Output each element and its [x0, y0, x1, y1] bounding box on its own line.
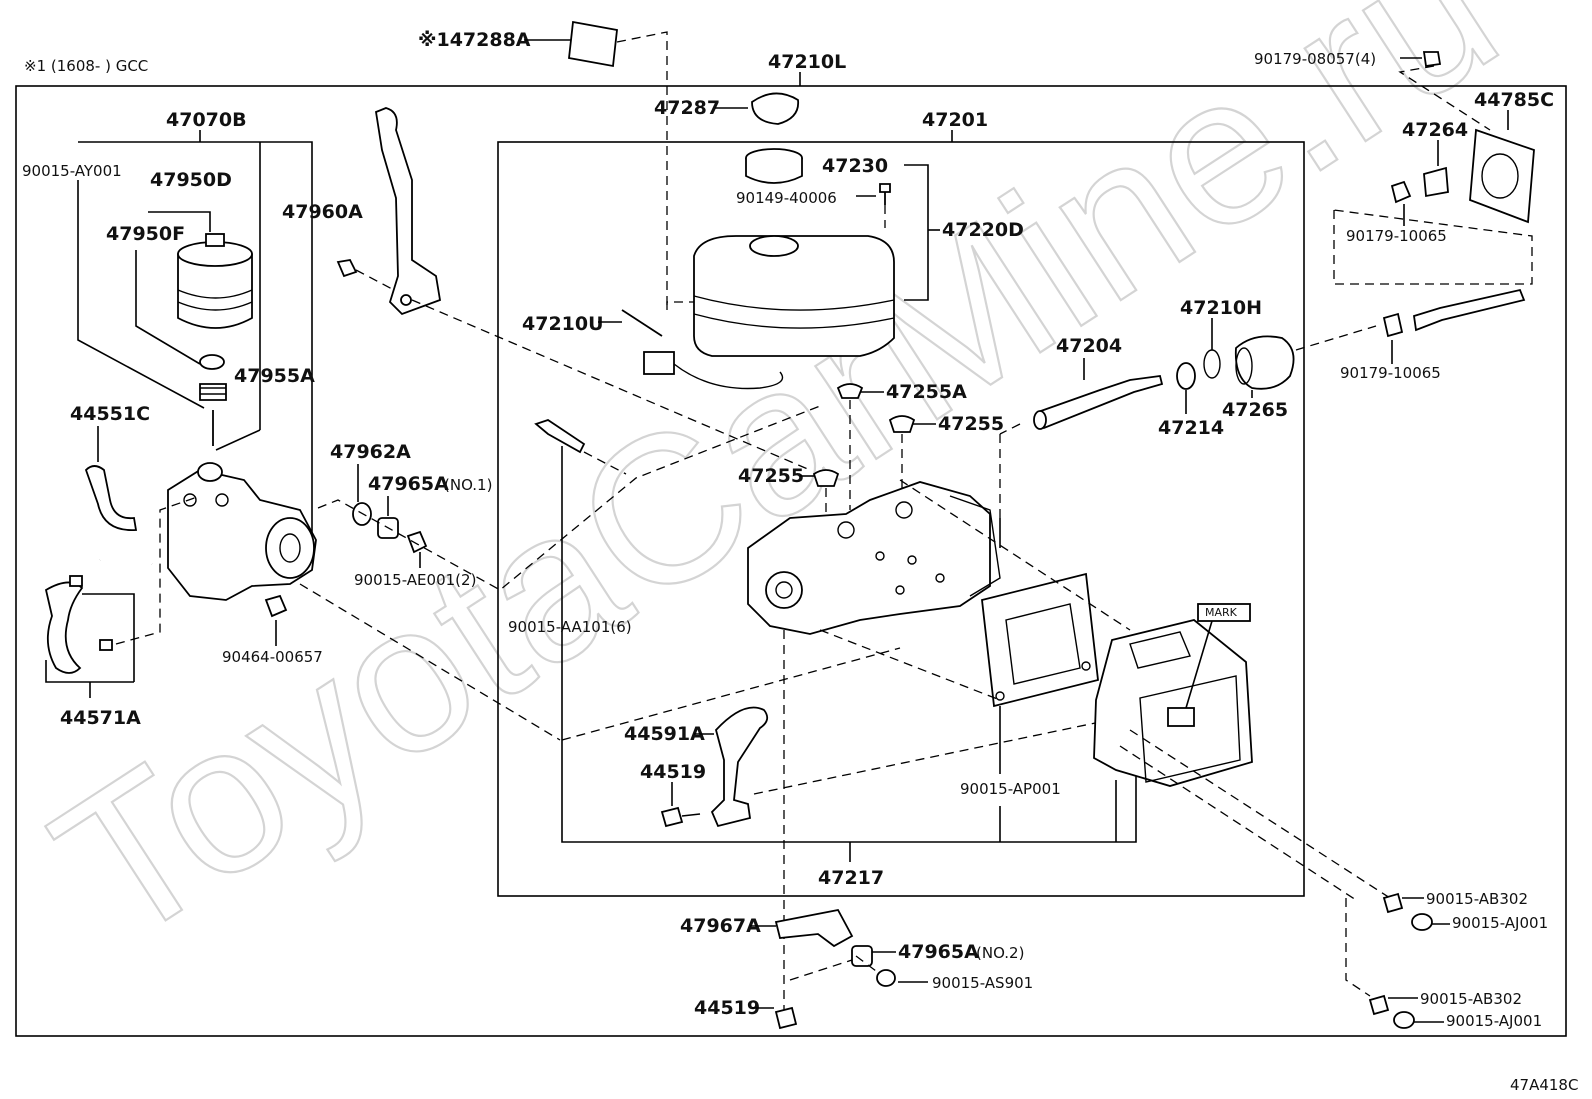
label-47210U[interactable]: 47210U: [522, 313, 604, 335]
ecu-unit-part: [1093, 619, 1253, 787]
bolt-44519-a-part: [660, 806, 684, 828]
screw-90149-part: [879, 183, 891, 205]
mark-tag: [1197, 603, 1251, 622]
label-47950F[interactable]: 47950F: [106, 223, 185, 245]
label-90015-AA101[interactable]: 90015-AA101(6): [508, 618, 632, 636]
label-90015-AJ001-b[interactable]: 90015-AJ001: [1446, 1012, 1542, 1030]
gasket-plate-part: [981, 572, 1099, 708]
label-47210L[interactable]: 47210L: [768, 51, 846, 73]
mark-label-part: [1167, 707, 1195, 727]
grommet-47255A-part: [836, 383, 864, 399]
label-90015-AS901[interactable]: 90015-AS901: [932, 974, 1033, 992]
label-90179-08057[interactable]: 90179-08057(4): [1254, 50, 1376, 68]
bolt-90015-AE001-part: [406, 530, 428, 554]
label-47965A-1[interactable]: 47965A: [368, 473, 449, 495]
label-47967A[interactable]: 47967A: [680, 915, 761, 937]
label-90015-AB302-b[interactable]: 90015-AB302: [1420, 990, 1522, 1008]
label-44785C[interactable]: 44785C: [1474, 89, 1554, 111]
bolt-90015-AB302-b-part: [1368, 994, 1390, 1016]
gasket-47287-part: [751, 92, 800, 125]
label-47962A[interactable]: 47962A: [330, 441, 411, 463]
bracket-47967A-part: [774, 908, 854, 948]
label-47217[interactable]: 47217: [818, 867, 884, 889]
label-44519-a[interactable]: 44519: [640, 761, 706, 783]
nut-90179-10065-a-part: [1390, 180, 1412, 204]
label-47265[interactable]: 47265: [1222, 399, 1288, 421]
reservoir-47220D-part: [693, 235, 895, 357]
bracket-47960A-part: [374, 107, 442, 316]
label-47255-b[interactable]: 47255: [738, 465, 804, 487]
plate-44785C-part: [1469, 128, 1535, 224]
sensor-connector-part: [643, 351, 675, 375]
boot-47265-part: [1234, 335, 1295, 390]
label-44571A[interactable]: 44571A: [60, 707, 141, 729]
label-47204[interactable]: 47204: [1056, 335, 1122, 357]
nut-90179-08057-part: [1422, 51, 1442, 68]
label-47287[interactable]: 47287: [654, 97, 720, 119]
clamp-90464-part: [264, 594, 288, 618]
label-90015-AB302-a[interactable]: 90015-AB302: [1426, 890, 1528, 908]
bolt-top-left-part: [336, 259, 358, 278]
label-47220D[interactable]: 47220D: [942, 219, 1024, 241]
bracket-44591A-part: [710, 706, 769, 828]
label-90149-40006[interactable]: 90149-40006: [736, 189, 837, 207]
oring-47950D-part: [199, 354, 225, 370]
label-44551C[interactable]: 44551C: [70, 403, 150, 425]
label-47255-a[interactable]: 47255: [938, 413, 1004, 435]
label-47965A-2-note: (NO.2): [976, 944, 1024, 962]
label-90015-AE001[interactable]: 90015-AE001(2): [354, 571, 476, 589]
seal-47214-part: [1176, 362, 1196, 390]
assembly-47201-frame: [497, 141, 1305, 897]
label-sticker-part: [568, 20, 618, 68]
label-147288A[interactable]: ※147288A: [418, 29, 531, 51]
label-47201[interactable]: 47201: [922, 109, 988, 131]
hose-44551C-part: [84, 465, 138, 531]
bracket-47217: [561, 602, 1137, 843]
label-47255A[interactable]: 47255A: [886, 381, 967, 403]
nut-90015-AJ001-a-part: [1411, 913, 1433, 931]
label-47960A[interactable]: 47960A: [282, 201, 363, 223]
label-47965A-1-note: (NO.1): [444, 476, 492, 494]
diagram-code: 47A418C: [1510, 1076, 1578, 1094]
grommet-47255-a-part: [888, 415, 916, 433]
brake-actuator-body-part: [747, 481, 991, 635]
bolt-90015-AB302-a-part: [1382, 892, 1404, 914]
label-90179-10065-a[interactable]: 90179-10065: [1346, 227, 1447, 245]
label-47965A-2[interactable]: 47965A: [898, 941, 979, 963]
spring-47955A-part: [199, 383, 227, 401]
bolt-90015-AA101-part: [534, 419, 586, 454]
nut-90015-AJ001-b-part: [1393, 1011, 1415, 1029]
bolt-44519-b-part: [774, 1006, 798, 1030]
oring-47210H-part: [1203, 349, 1221, 379]
label-47230[interactable]: 47230: [822, 155, 888, 177]
seal-90015-AS901-part: [876, 969, 896, 987]
filter-47965A-2-part: [851, 945, 873, 967]
label-90015-AP001[interactable]: 90015-AP001: [960, 780, 1061, 798]
bracket-47264-part: [1423, 166, 1449, 198]
label-47070B[interactable]: 47070B: [166, 109, 247, 131]
label-47210H[interactable]: 47210H: [1180, 297, 1262, 319]
outer-frame: [15, 85, 1567, 1037]
plunger-47204-part: [1036, 375, 1164, 430]
mark-text: MARK: [1205, 606, 1238, 619]
label-47955A[interactable]: 47955A: [234, 365, 315, 387]
label-90179-10065-b[interactable]: 90179-10065: [1340, 364, 1441, 382]
hose-44571A-part: [44, 581, 84, 674]
grommet-47255-b-part: [812, 469, 840, 487]
label-47264[interactable]: 47264: [1402, 119, 1468, 141]
label-44519-b[interactable]: 44519: [694, 997, 760, 1019]
stud-bolt-part: [1413, 288, 1526, 332]
label-90015-AY001[interactable]: 90015-AY001: [22, 162, 122, 180]
note-top-left: ※1 (1608- ) GCC: [24, 57, 148, 75]
nut-90179-10065-b-part: [1382, 312, 1404, 338]
label-47950D[interactable]: 47950D: [150, 169, 232, 191]
label-90015-AJ001-a[interactable]: 90015-AJ001: [1452, 914, 1548, 932]
label-44591A[interactable]: 44591A: [624, 723, 705, 745]
label-90464-00657[interactable]: 90464-00657: [222, 648, 323, 666]
label-47214[interactable]: 47214: [1158, 417, 1224, 439]
